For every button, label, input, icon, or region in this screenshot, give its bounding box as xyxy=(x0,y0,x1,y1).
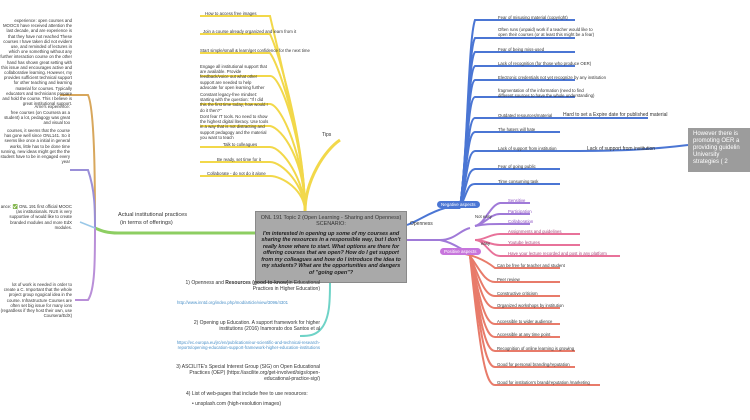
negative-branch-lines xyxy=(406,19,689,226)
left-purple-line xyxy=(70,169,96,229)
resources-branch-lines xyxy=(299,282,331,337)
resource-4: 4) List of web-pages that include free t… xyxy=(186,391,308,397)
central-topic-title: ONL 191 Topic 2 (Open Learning - Sharing… xyxy=(260,215,402,228)
positive-item: Good for institution's brand/reputation … xyxy=(497,380,590,385)
negative-item: The haters will hate xyxy=(498,127,536,132)
actual-branch-lines xyxy=(94,226,255,235)
left-violet-line xyxy=(75,227,96,301)
arnes-experience-text: free courses (on Coursera as a student) … xyxy=(4,110,70,126)
easy-item: Have your lecture recorded and post in a… xyxy=(508,251,607,256)
negative-item: fragmentation of the information (need t… xyxy=(498,88,595,99)
easy-item: Assignments and guidelines xyxy=(508,229,562,234)
positive-item: Can be free for teacher and student xyxy=(497,263,565,268)
negative-aspects-badge[interactable]: Negative aspects xyxy=(437,201,480,208)
not-easy-label: Not easy xyxy=(475,214,492,219)
tip-item: Join a course already organized and lear… xyxy=(203,29,297,34)
support-sub-item: Lack of support from institution xyxy=(587,146,656,152)
negative-item: Lack of support from institution xyxy=(498,146,557,151)
central-topic-question: I'm interested in opening up some of my … xyxy=(261,230,401,276)
tip-item: Engage all institutional support that ar… xyxy=(200,64,267,90)
resource-1-bold: Resources (good-to-know) xyxy=(225,280,289,286)
tip-item: Be ready, set time for it xyxy=(217,157,261,162)
negative-item: Outdated resources/material xyxy=(498,113,553,118)
resource-1-suffix: in Educational Practices in Higher Educa… xyxy=(252,280,320,292)
positive-item: Organized workshops by institution xyxy=(497,303,564,308)
not-easy-item: Collaboration xyxy=(508,219,534,224)
arnes-experience-title: Arne's experience: xyxy=(34,104,70,109)
left-courses-text: courses, it seems that the course has go… xyxy=(0,128,70,165)
tips-label: Tips xyxy=(322,132,332,138)
resource-1-link[interactable]: http://www.inntd.org/index.php/mod/artic… xyxy=(177,300,289,305)
left-nus-text: ance: ✅ ONL 191 first official MOOC (as … xyxy=(0,204,72,230)
tip-item: Collaborate - do not do it alone xyxy=(207,171,266,176)
tip-item: Talk to colleagues xyxy=(223,142,258,147)
resource-4-item: • unsplash.com (high-resolution images) xyxy=(192,401,282,407)
resource-2-link[interactable]: https://ec.europa.eu/jrc/en/publication/… xyxy=(176,340,320,351)
tip-item: Constant legacy-free mindset: starting w… xyxy=(200,92,268,113)
resource-1-prefix: 1) Openness and xyxy=(185,280,226,286)
central-topic-node[interactable]: ONL 191 Topic 2 (Open Learning - Sharing… xyxy=(255,211,407,283)
tip-item: Start simple/small & learn/get confidenc… xyxy=(200,48,310,53)
oer-note-text: However there is promoting OER a providi… xyxy=(693,131,740,165)
resource-1: 1) Openness and Resources (good-to-know)… xyxy=(170,280,320,292)
actual-practices-label: Actual institutional practices xyxy=(118,212,188,218)
outdated-sub-item: Hard to set a Expire date for published … xyxy=(563,112,668,118)
tip-item: How to access free images xyxy=(205,11,257,16)
easy-label: easy xyxy=(481,241,491,246)
easy-branch-lines xyxy=(474,233,620,257)
resource-4-item-text: unsplash.com (high-resolution images) xyxy=(195,401,282,407)
tips-branch-lines xyxy=(200,15,341,213)
easy-item: Youtube lectures xyxy=(508,240,540,245)
openness-label: Openness xyxy=(410,221,433,227)
positive-item: Constructive criticism xyxy=(497,291,538,296)
left-blue-line xyxy=(79,221,96,229)
positive-item: Good for personal branding/reputation xyxy=(497,362,570,367)
negative-item: Electronic credentials not yet recognize… xyxy=(498,75,606,80)
tip-item: Dont fear IT tools. No need to show the … xyxy=(200,114,269,140)
negative-item: Fear of misusing material (copyright) xyxy=(498,15,568,20)
resource-2: 2) Opening up Education. A support frame… xyxy=(193,320,320,332)
resource-3: 3) ASCILITE's Special Interest Group (SI… xyxy=(176,364,320,382)
positive-item: Accessible to wider audience xyxy=(497,319,553,324)
positive-item: Accessible at any time point xyxy=(497,332,551,337)
not-easy-item: Participation xyxy=(508,209,532,214)
openness-branch-lines xyxy=(407,202,530,253)
positive-aspects-badge[interactable]: Positive aspects xyxy=(440,248,481,255)
not-easy-item: Sensitive xyxy=(508,198,526,203)
positive-item: Recognition of online learning is growin… xyxy=(497,346,575,351)
negative-item: Time consuming task xyxy=(498,179,539,184)
positive-item: Peer review xyxy=(497,277,520,282)
actual-practices-sublabel: (in terms of offerings) xyxy=(120,220,173,226)
negative-item: Often runs (unpaid) work if a teacher wo… xyxy=(498,27,595,38)
negative-item: Lack of recognition (for those who produ… xyxy=(498,61,592,66)
left-bottom-text: lot of work is needed in order to create… xyxy=(0,282,72,319)
oer-note-box: However there is promoting OER a providi… xyxy=(688,128,750,172)
negative-item: Fear of going public xyxy=(498,164,536,169)
negative-item: Fear of being miss-used xyxy=(498,47,545,52)
left-experience-text: experience: open courses and MOOCS have … xyxy=(0,18,72,107)
